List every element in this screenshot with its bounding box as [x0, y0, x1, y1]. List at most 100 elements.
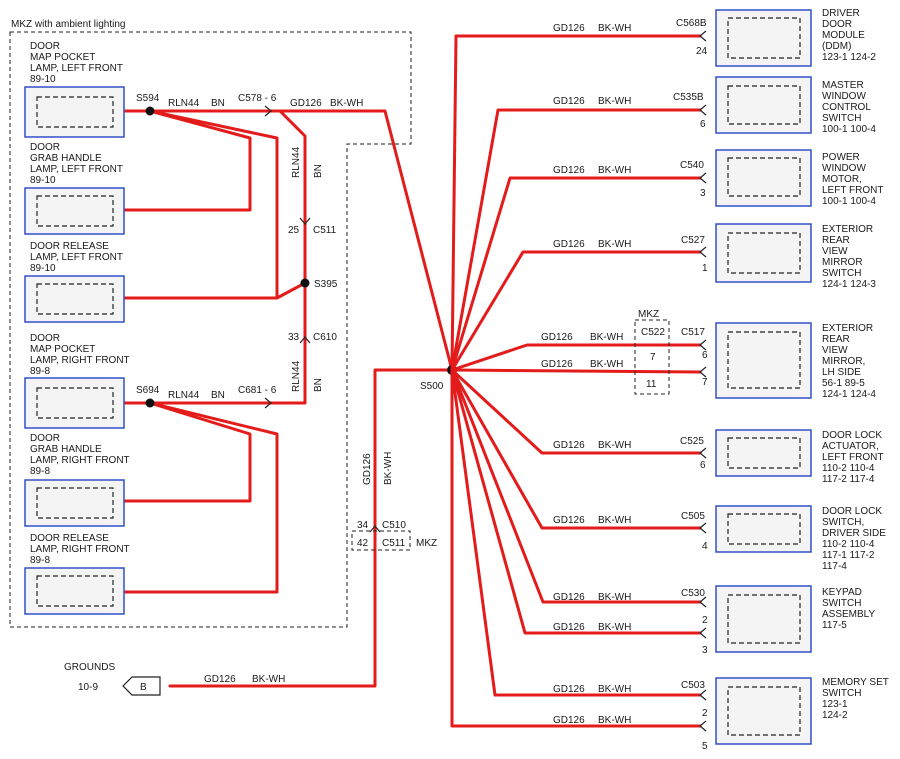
- s395-label: S395: [314, 279, 338, 290]
- component-map-pocket-lamp-rf[interactable]: DOOR MAP POCKET LAMP, RIGHT FRONT 89-8: [24, 333, 130, 429]
- svg-text:(DDM): (DDM): [822, 41, 851, 52]
- ground-circuit: GD126: [204, 674, 236, 685]
- component-map-pocket-lamp-lf[interactable]: DOOR MAP POCKET LAMP, LEFT FRONT 89-10: [24, 41, 125, 138]
- svg-text:LAMP, RIGHT FRONT: LAMP, RIGHT FRONT: [30, 455, 130, 466]
- vert-circuit-2: RLN44: [291, 360, 302, 392]
- svg-text:C568B: C568B: [676, 18, 707, 29]
- c510-pin-label: 34: [357, 520, 369, 531]
- svg-text:DOOR RELEASE: DOOR RELEASE: [30, 533, 109, 544]
- svg-text:BK-WH: BK-WH: [598, 622, 631, 633]
- s694-label: S694: [136, 385, 160, 396]
- svg-text:GD126: GD126: [553, 515, 585, 526]
- vert-color-1: BN: [313, 164, 324, 178]
- c578-label: C578 - 6: [238, 93, 277, 104]
- component-grab-handle-lamp-lf[interactable]: DOOR GRAB HANDLE LAMP, LEFT FRONT 89-10: [24, 142, 125, 235]
- c511-center-label: C511: [382, 538, 406, 549]
- svg-text:1: 1: [702, 263, 708, 274]
- svg-text:WINDOW: WINDOW: [822, 163, 866, 174]
- wire-s694-release-rf: [122, 401, 279, 594]
- right-components: GD126 BK-WH C568B 24 DRIVER DOOR MODULE …: [541, 8, 889, 752]
- svg-text:DOOR LOCK: DOOR LOCK: [822, 430, 882, 441]
- grounds-ref: 10-9: [78, 682, 98, 693]
- component-master-window-switch[interactable]: GD126 BK-WH C535B 6 MASTER WINDOW CONTRO…: [553, 76, 876, 135]
- mkz-ambient-enclosure: [9, 31, 412, 628]
- ground-terminal-shape: [122, 676, 161, 696]
- c511-mkz-dashed-box: [351, 530, 411, 551]
- svg-text:123-1 124-2: 123-1 124-2: [822, 52, 876, 63]
- center-vert-color: BK-WH: [383, 452, 394, 485]
- right-wiring: [450, 34, 702, 728]
- c522-mkz-dashed-box: [634, 319, 670, 395]
- svg-text:6: 6: [702, 350, 708, 361]
- component-mirror-lh-side[interactable]: GD126 BK-WH GD126 BK-WH C517 6 7 EXTERIO…: [541, 322, 876, 400]
- svg-text:SWITCH: SWITCH: [822, 598, 861, 609]
- component-lock-actuator-lf[interactable]: GD126 BK-WH C525 6 DOOR LOCK ACTUATOR, L…: [553, 429, 883, 485]
- svg-text:DOOR: DOOR: [822, 19, 852, 30]
- component-driver-door-module[interactable]: GD126 BK-WH C568B 24 DRIVER DOOR MODULE …: [553, 8, 876, 67]
- svg-text:3: 3: [700, 188, 706, 199]
- svg-text:DOOR: DOOR: [30, 41, 60, 52]
- wire-s594-release-lf: [122, 109, 279, 300]
- component-keypad-switch[interactable]: GD126 BK-WH GD126 BK-WH C530 2 3 KEYPAD …: [553, 585, 875, 656]
- wire-master-window: [450, 108, 702, 372]
- svg-text:24: 24: [696, 46, 708, 57]
- svg-text:BK-WH: BK-WH: [598, 96, 631, 107]
- component-grab-handle-lamp-rf[interactable]: DOOR GRAB HANDLE LAMP, RIGHT FRONT 89-8: [24, 433, 130, 527]
- svg-text:ACTUATOR,: ACTUATOR,: [822, 441, 879, 452]
- svg-text:3: 3: [702, 645, 708, 656]
- component-release-lamp-lf[interactable]: DOOR RELEASE LAMP, LEFT FRONT 89-10: [24, 241, 125, 323]
- svg-text:7: 7: [702, 377, 708, 388]
- ground-b[interactable]: B: [122, 676, 161, 696]
- svg-text:BK-WH: BK-WH: [598, 684, 631, 695]
- component-memory-set-switch[interactable]: GD126 BK-WH GD126 BK-WH C503 2 5 MEMORY …: [553, 677, 889, 752]
- svg-text:DRIVER: DRIVER: [822, 8, 860, 19]
- c610-pin-label: 33: [288, 332, 300, 343]
- svg-text:LEFT FRONT: LEFT FRONT: [822, 452, 883, 463]
- svg-text:CONTROL: CONTROL: [822, 102, 871, 113]
- svg-text:GD126: GD126: [553, 239, 585, 250]
- upper-circuit-label: RLN44: [168, 98, 200, 109]
- c610-label: C610: [313, 332, 337, 343]
- connector-c610-chevron: [299, 336, 311, 344]
- svg-text:BK-WH: BK-WH: [590, 332, 623, 343]
- svg-text:GD126: GD126: [553, 23, 585, 34]
- svg-text:LAMP, LEFT FRONT: LAMP, LEFT FRONT: [30, 164, 123, 175]
- svg-text:SWITCH: SWITCH: [822, 268, 861, 279]
- svg-text:117-2 117-4: 117-2 117-4: [822, 474, 875, 485]
- c522-pin-b: 11: [646, 379, 657, 390]
- wire-s694-grab-handle-rf: [122, 401, 252, 503]
- wire-lock-switch: [450, 368, 702, 530]
- svg-text:POWER: POWER: [822, 152, 860, 163]
- svg-text:5: 5: [702, 741, 708, 752]
- svg-text:C525: C525: [680, 436, 704, 447]
- svg-text:LAMP, RIGHT FRONT: LAMP, RIGHT FRONT: [30, 355, 130, 366]
- svg-text:GRAB HANDLE: GRAB HANDLE: [30, 153, 102, 164]
- component-mirror-switch[interactable]: GD126 BK-WH C527 1 EXTERIOR REAR VIEW MI…: [553, 223, 876, 290]
- wire-mirror-lh-2: [450, 368, 702, 374]
- splice-s694: [145, 398, 155, 408]
- component-lock-switch-driver[interactable]: GD126 BK-WH C505 4 DOOR LOCK SWITCH, DRI…: [553, 505, 886, 572]
- svg-text:89-8: 89-8: [30, 466, 50, 477]
- vert-circuit-1: RLN44: [291, 146, 302, 178]
- svg-text:WINDOW: WINDOW: [822, 91, 866, 102]
- svg-text:LAMP, LEFT FRONT: LAMP, LEFT FRONT: [30, 252, 123, 263]
- grounds-title: GROUNDS: [64, 662, 115, 673]
- left-wiring: [122, 109, 454, 594]
- s500-label: S500: [420, 381, 444, 392]
- wire-ddm: [450, 34, 702, 372]
- svg-text:LAMP, LEFT FRONT: LAMP, LEFT FRONT: [30, 63, 123, 74]
- c681-label: C681 - 6: [238, 385, 277, 396]
- svg-text:2: 2: [702, 615, 708, 626]
- wire-c578-down: [278, 109, 307, 384]
- component-window-motor-lf[interactable]: GD126 BK-WH C540 3 POWER WINDOW MOTOR, L…: [553, 149, 883, 207]
- svg-text:BK-WH: BK-WH: [598, 715, 631, 726]
- splice-s395: [300, 278, 310, 288]
- upper-gd-label: GD126: [290, 98, 322, 109]
- c522-pin-a: 7: [650, 352, 656, 363]
- component-release-lamp-rf[interactable]: DOOR RELEASE LAMP, RIGHT FRONT 89-8: [24, 533, 130, 615]
- svg-text:56-1 89-5: 56-1 89-5: [822, 378, 865, 389]
- svg-text:GD126: GD126: [553, 592, 585, 603]
- svg-text:GD126: GD126: [553, 165, 585, 176]
- c522-mkz-label: MKZ: [638, 309, 659, 320]
- wire-mirror-switch: [450, 250, 702, 372]
